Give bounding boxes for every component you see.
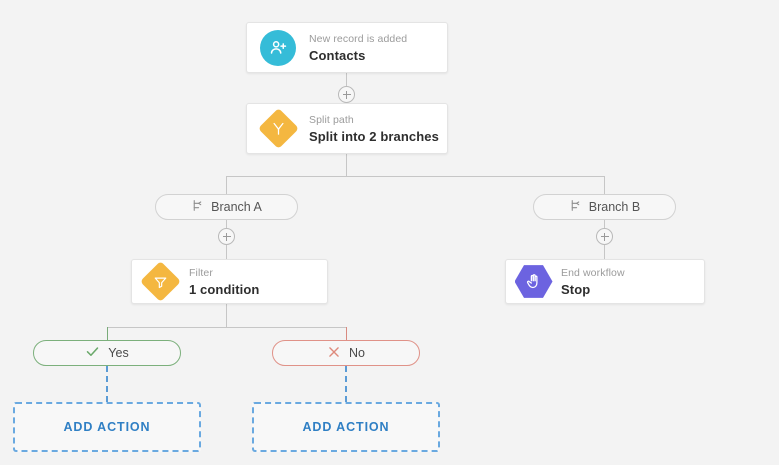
branch-pill-a[interactable]: Branch A (155, 194, 298, 220)
node-split-path[interactable]: Split path Split into 2 branches (246, 103, 448, 154)
funnel-icon (139, 260, 182, 303)
connector-no-to-add-action (345, 366, 347, 402)
branch-pill-b-label: Branch B (588, 200, 641, 214)
condition-pill-no-label: No (349, 346, 365, 360)
stop-text: End workflow Stop (561, 267, 625, 297)
stop-subtitle: End workflow (561, 266, 625, 279)
branch-icon (191, 199, 204, 215)
branch-pill-a-label: Branch A (211, 200, 262, 214)
connector-trigger-to-plus (346, 73, 347, 86)
split-subtitle: Split path (309, 113, 354, 126)
filter-icon-wrap (132, 260, 189, 303)
filter-subtitle: Filter (189, 266, 213, 279)
connector-branch-b-to-plus (604, 220, 605, 228)
connector-bus-to-branch-b (604, 176, 605, 194)
trigger-subtitle: New record is added (309, 32, 408, 45)
connector-split-down (346, 154, 347, 176)
condition-pill-yes[interactable]: Yes (33, 340, 181, 366)
trigger-text: New record is added Contacts (309, 33, 407, 63)
check-icon (85, 344, 100, 362)
stop-icon-wrap (506, 265, 561, 299)
add-step-branch-b-button[interactable] (596, 228, 613, 245)
add-action-button-yes[interactable]: ADD ACTION (13, 402, 201, 452)
add-step-after-trigger-button[interactable] (338, 86, 355, 103)
condition-pill-yes-label: Yes (108, 346, 129, 360)
connector-branch-a-to-plus (226, 220, 227, 228)
filter-text: Filter 1 condition (189, 267, 259, 297)
node-filter[interactable]: Filter 1 condition (131, 259, 328, 304)
trigger-icon-wrap (247, 29, 309, 66)
split-icon-wrap (247, 107, 309, 150)
connector-filter-down (226, 303, 227, 327)
connector-filter-bus (107, 327, 347, 328)
filter-title: 1 condition (189, 281, 260, 297)
connector-bus-to-no (346, 327, 347, 340)
add-action-button-no[interactable]: ADD ACTION (252, 402, 440, 452)
add-action-label: ADD ACTION (63, 420, 151, 434)
condition-pill-no[interactable]: No (272, 340, 420, 366)
trigger-title: Contacts (309, 47, 366, 63)
split-text: Split path Split into 2 branches (309, 114, 439, 144)
add-action-label: ADD ACTION (302, 420, 390, 434)
person-add-icon (260, 29, 296, 66)
add-step-branch-a-button[interactable] (218, 228, 235, 245)
split-path-icon (257, 107, 299, 150)
node-end-workflow[interactable]: End workflow Stop (505, 259, 705, 304)
cross-icon (327, 345, 341, 362)
connector-bus-to-yes (107, 327, 108, 340)
connector-plus-to-stop (604, 245, 605, 259)
split-title: Split into 2 branches (309, 128, 439, 144)
node-trigger-contacts[interactable]: New record is added Contacts (246, 22, 448, 73)
branch-pill-b[interactable]: Branch B (533, 194, 676, 220)
connector-yes-to-add-action (106, 366, 108, 402)
branch-icon (569, 199, 582, 215)
connector-bus-to-branch-a (226, 176, 227, 194)
connector-split-bus (226, 176, 605, 177)
hand-stop-icon (514, 265, 553, 298)
connector-plus-to-filter (226, 245, 227, 259)
stop-title: Stop (561, 281, 591, 297)
